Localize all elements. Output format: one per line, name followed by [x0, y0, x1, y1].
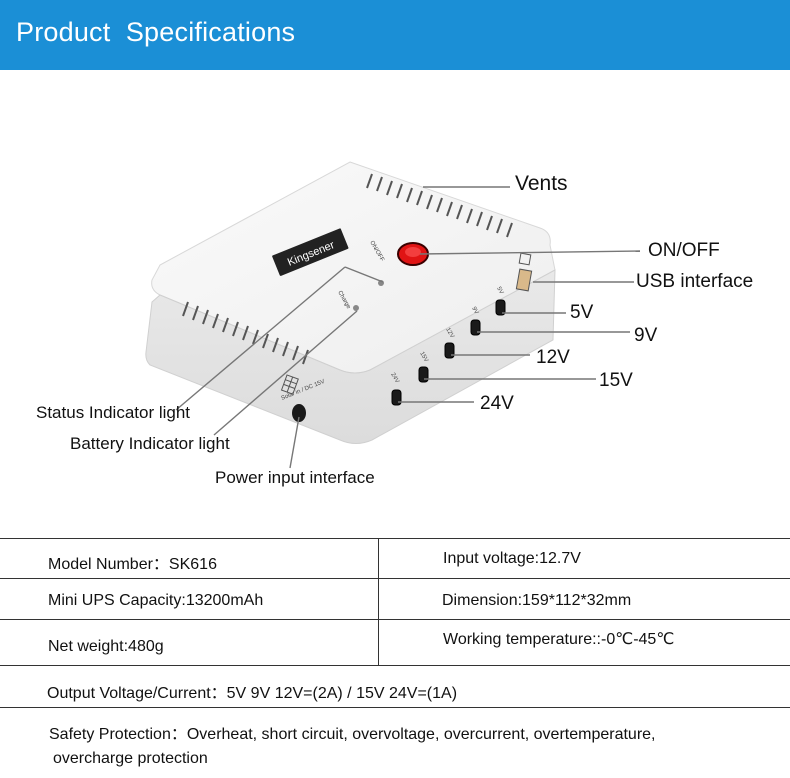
- solar-panel-icon: [280, 374, 299, 395]
- bottom-vents: [182, 301, 309, 365]
- power-input-port: [292, 404, 306, 422]
- top-vents: [366, 173, 513, 238]
- power-input-callout: Power input interface: [215, 468, 375, 487]
- spec-row: Safety Protection：Overheat, short circui…: [0, 707, 790, 778]
- port-label-15v: 15V: [418, 351, 429, 363]
- usb-port: [515, 252, 533, 292]
- net-weight: Net weight:480g: [48, 638, 164, 655]
- column-divider: [378, 538, 379, 665]
- callout-lines: [175, 186, 641, 469]
- 9v-callout: 9V: [634, 325, 658, 346]
- safety-protection-line2: overcharge protection: [53, 750, 208, 767]
- 12v-callout: 12V: [536, 347, 570, 368]
- 24v-callout: 24V: [480, 393, 514, 414]
- port-label-24v: 24V: [389, 372, 400, 384]
- product-diagram: Kingsener ON/OFF Charge 5V 9V 12V 15V 24…: [0, 70, 790, 540]
- port-5v: [495, 299, 506, 316]
- spec-row: Model Number：SK616 Input voltage:12.7V: [0, 538, 790, 579]
- port-12v: [444, 342, 455, 359]
- header-bar: Product Specifications: [0, 0, 790, 70]
- output-voltage: Output Voltage/Current：5V 9V 12V=(2A) / …: [47, 685, 458, 702]
- safety-protection-line1: Safety Protection：Overheat, short circui…: [49, 726, 656, 743]
- dc-ports: [391, 299, 506, 406]
- usb-callout: USB interface: [636, 271, 754, 292]
- dimension: Dimension:159*112*32mm: [442, 592, 632, 609]
- page-title: Product Specifications: [16, 17, 296, 47]
- 5v-callout: 5V: [570, 302, 594, 323]
- port-15v: [418, 366, 429, 383]
- input-voltage: Input voltage:12.7V: [443, 550, 581, 567]
- on-off-callout: ON/OFF: [648, 240, 720, 261]
- spec-row: Output Voltage/Current：5V 9V 12V=(2A) / …: [0, 665, 790, 708]
- port-label-12v: 12V: [444, 327, 455, 339]
- status-light-callout: Status Indicator light: [36, 403, 191, 422]
- capacity: Mini UPS Capacity:13200mAh: [48, 592, 264, 609]
- battery-led: [353, 305, 359, 311]
- device-illustration: Kingsener ON/OFF Charge 5V 9V 12V 15V 24…: [145, 161, 641, 469]
- model-number: Model Number：SK616: [48, 556, 217, 573]
- device-front-side: [145, 269, 556, 444]
- port-24v: [391, 389, 402, 406]
- port-9v: [470, 319, 481, 336]
- spec-row: Mini UPS Capacity:13200mAh Dimension:159…: [0, 578, 790, 620]
- port-label-5v: 5V: [495, 286, 504, 295]
- working-temperature: Working temperature::-0℃-45℃: [443, 631, 675, 648]
- 15v-callout: 15V: [599, 370, 633, 391]
- vents-callout: Vents: [515, 172, 568, 195]
- port-label-9v: 9V: [470, 306, 479, 315]
- spec-row: Net weight:480g Working temperature::-0℃…: [0, 619, 790, 666]
- battery-light-callout: Battery Indicator light: [70, 434, 230, 453]
